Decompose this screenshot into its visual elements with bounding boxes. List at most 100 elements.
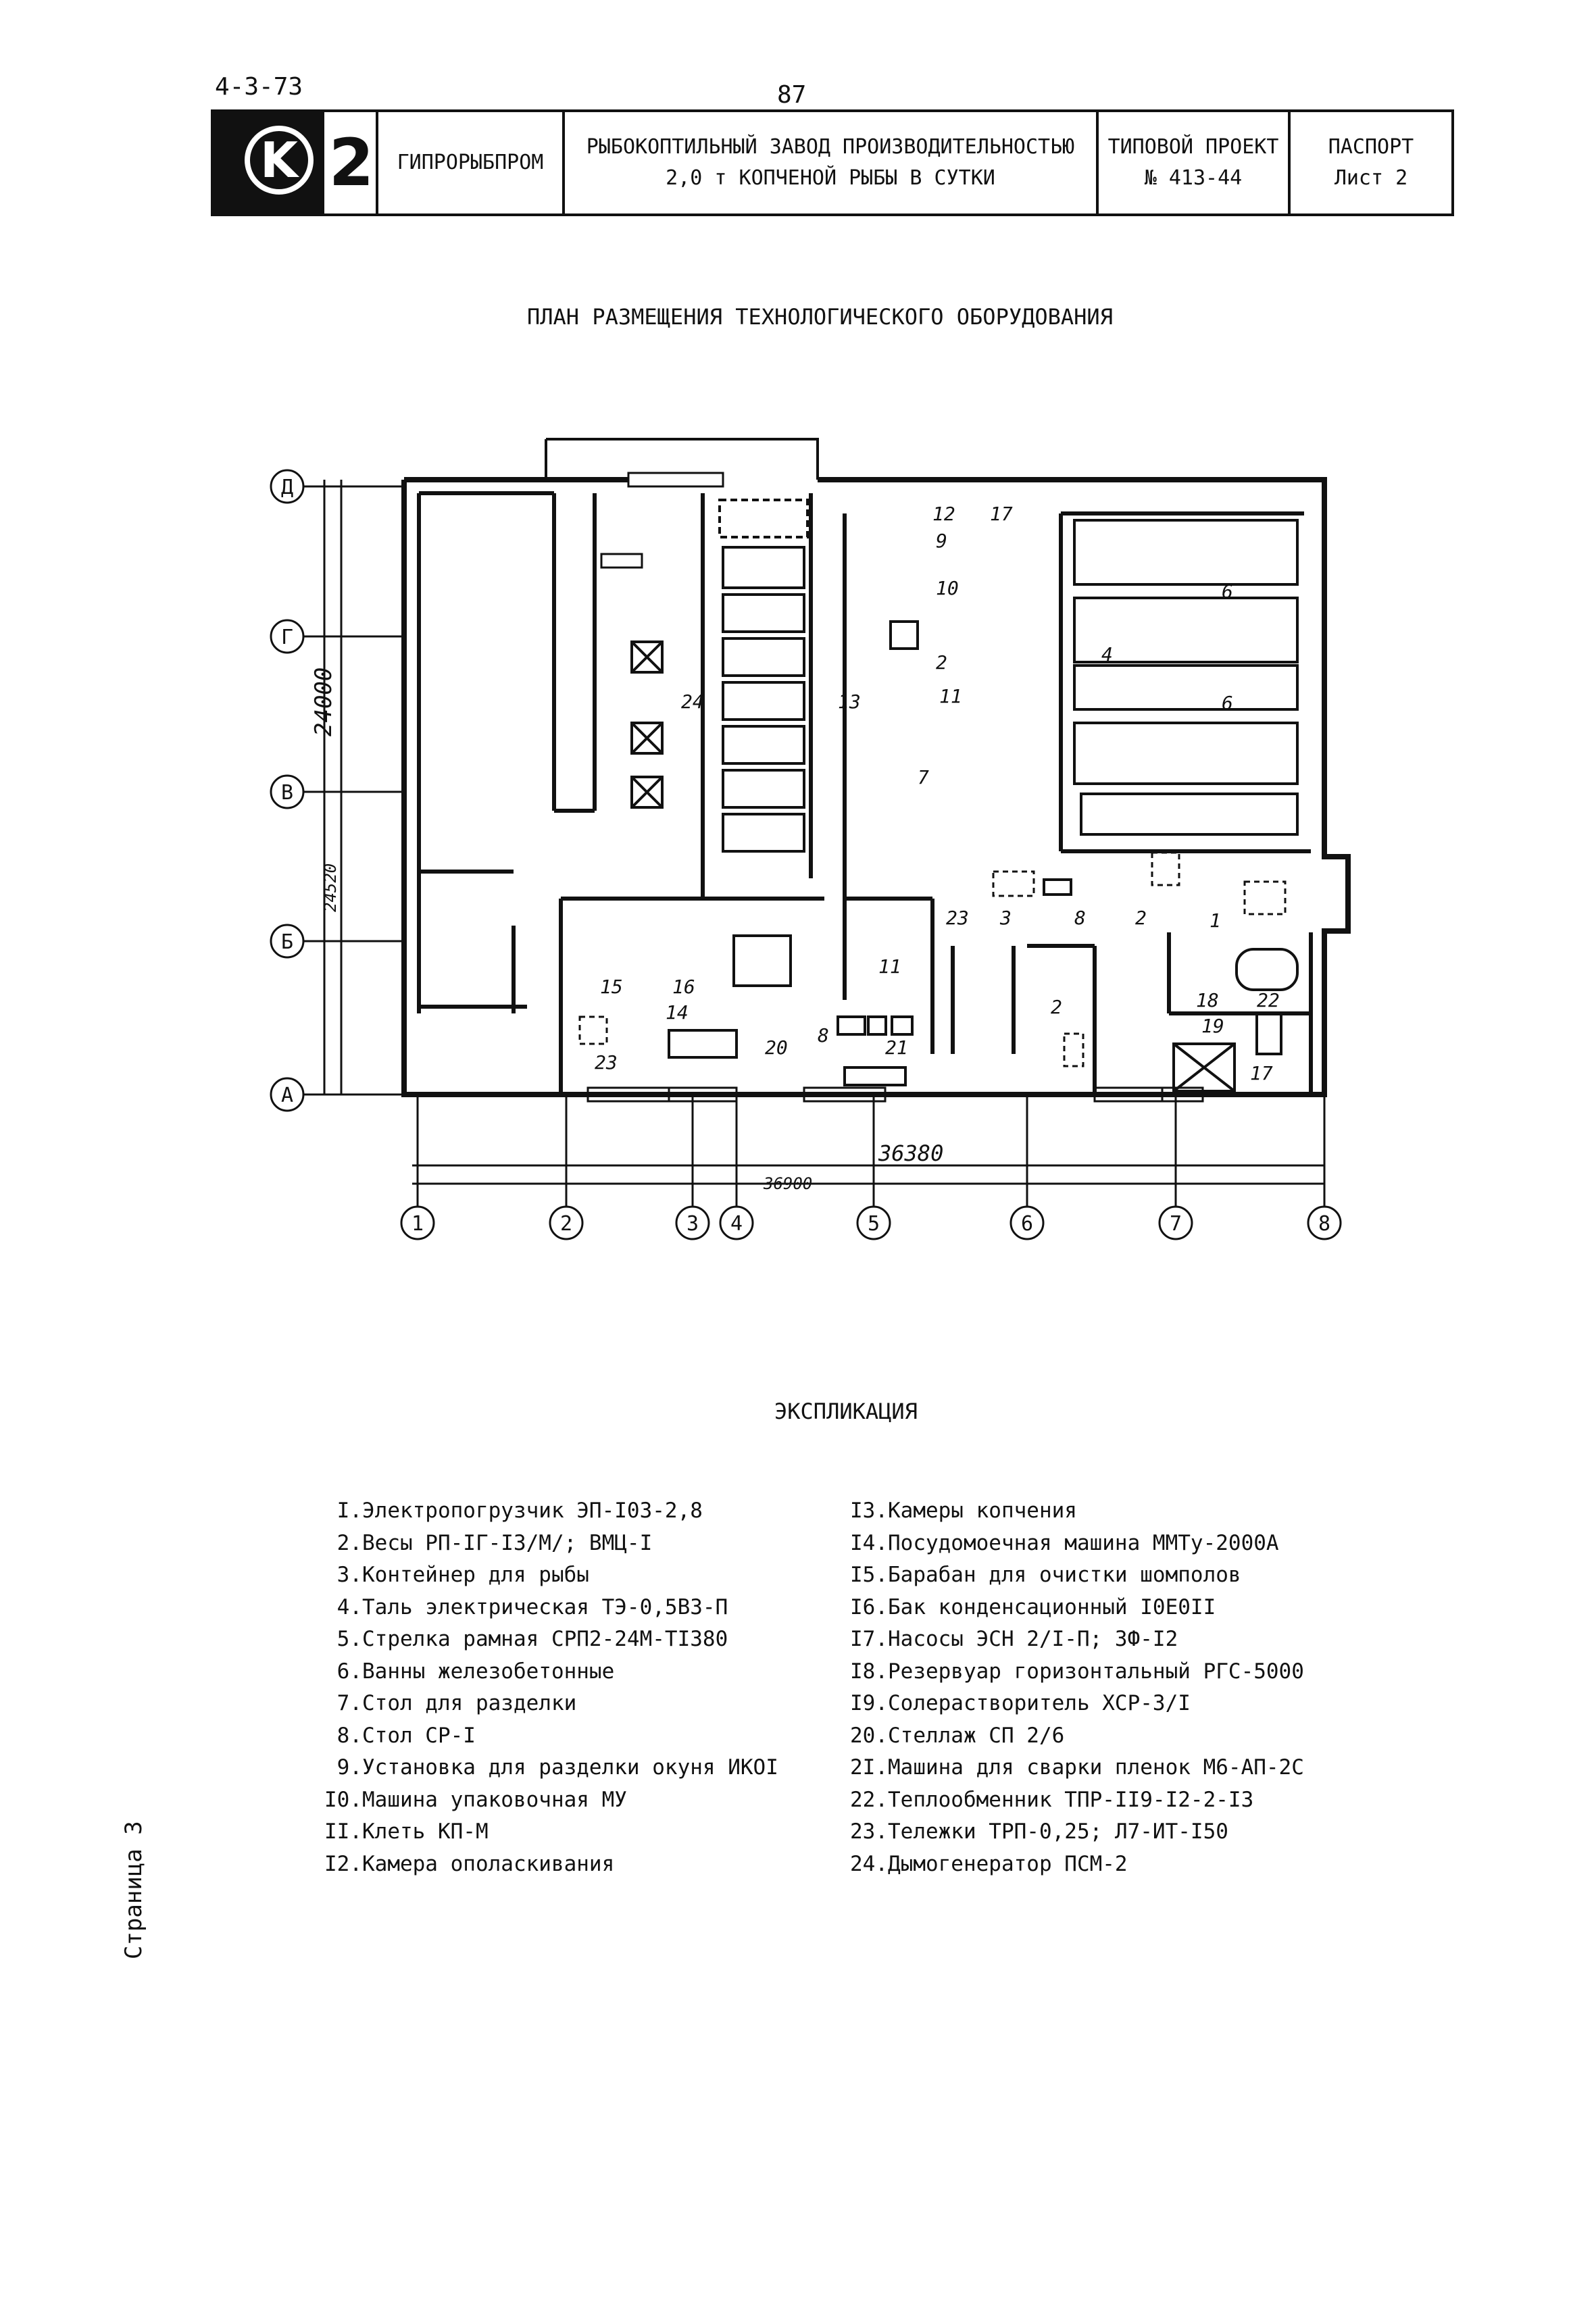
organization-cell: ГИПРОРЫБПРОМ — [376, 112, 562, 213]
equipment-marker: 8 — [1074, 907, 1086, 929]
sheet-label: Лист 2 — [1334, 166, 1408, 190]
dimension-height-outer: 24520 — [321, 863, 340, 912]
column-axes — [400, 1095, 1342, 1240]
project-number: № 413-44 — [1144, 166, 1243, 190]
equipment-marker: 23 — [946, 907, 969, 929]
passport-label: ПАСПОРТ — [1328, 135, 1414, 159]
equipment-marker: 6 — [1222, 580, 1233, 603]
document-code: 4-3-73 — [215, 73, 303, 101]
dimension-width-outer: 36900 — [763, 1174, 812, 1193]
project-number-cell: ТИПОВОЙ ПРОЕКТ № 413-44 — [1096, 112, 1288, 213]
equipment-marker: 15 — [600, 976, 623, 998]
row-axes — [270, 469, 404, 1112]
equipment-marker: 1 — [1210, 909, 1221, 932]
axis-label: 6 — [1021, 1212, 1033, 1236]
equipment-marker: 16 — [672, 976, 695, 998]
dimension-width: 36380 — [878, 1140, 943, 1166]
dimension-labels: 24000 24520 36380 36900 — [310, 668, 943, 1193]
brine-tanks — [1073, 519, 1299, 836]
equipment-markers: 1 2 2 2 3 4 6 6 7 8 8 9 10 11 11 12 13 1… — [595, 503, 1280, 1084]
equipment-marker: 13 — [838, 690, 861, 713]
floor-plan: Д Г В Б А 1 2 3 4 5 6 7 8 24000 24520 36… — [270, 438, 1351, 1240]
explication-item: I4.Посудомоечная машина ММТу-2000А — [850, 1530, 1279, 1555]
interior-walls — [417, 491, 1313, 1095]
axis-label: Б — [281, 930, 293, 954]
project-type-label: ТИПОВОЙ ПРОЕКТ — [1107, 135, 1279, 159]
explication-item: 24.Дымогенератор ПСМ-2 — [850, 1851, 1128, 1876]
smoking-chambers — [718, 499, 809, 853]
axis-label: 5 — [868, 1212, 880, 1236]
explication-item: 2I.Машина для сварки пленок М6-АП-2С — [850, 1755, 1304, 1780]
axis-label: 7 — [1170, 1212, 1182, 1236]
axis-label: 4 — [730, 1212, 743, 1236]
explication-item: 3.Контейнер для рыбы — [324, 1563, 589, 1587]
explication-item: 23.Тележки ТРП-0,25; Л7-ИТ-I50 — [850, 1819, 1228, 1844]
axis-label: В — [281, 781, 293, 805]
explication-left-column: I.Электропогрузчик ЭП-I03-2,8 2.Весы РП-… — [324, 1495, 778, 1880]
equipment-marker: 24 — [681, 690, 704, 713]
title-block: K 2 ГИПРОРЫБПРОМ РЫБОКОПТИЛЬНЫЙ ЗАВОД ПР… — [211, 109, 1454, 216]
equipment-marker: 2 — [1135, 907, 1147, 929]
equipment-marker: 2 — [936, 651, 947, 674]
equipment-marker: 22 — [1257, 989, 1280, 1011]
equipment-marker: 11 — [878, 955, 901, 978]
organization-name: ГИПРОРЫБПРОМ — [397, 151, 544, 174]
equipment-marker: 8 — [818, 1024, 829, 1047]
axis-label: А — [281, 1084, 293, 1107]
row-axis-labels: Д Г В Б А — [281, 476, 293, 1107]
equipment-marker: 20 — [765, 1036, 788, 1059]
equipment-marker: 12 — [932, 503, 955, 525]
equipment — [668, 620, 1299, 1092]
explication-item: I0.Машина упаковочная МУ — [324, 1787, 627, 1812]
equipment-marker: 19 — [1201, 1015, 1224, 1037]
dashed-equipment — [578, 851, 1287, 1067]
logo: K 2 — [214, 112, 378, 213]
explication-item: 4.Таль электрическая ТЭ-0,5ВЗ-П — [324, 1594, 728, 1619]
explication-item: 7.Стол для разделки — [324, 1691, 577, 1715]
axis-label: Г — [281, 626, 293, 649]
page-side-label: Страница 3 — [120, 1821, 147, 1959]
project-title-line1: РЫБОКОПТИЛЬНЫЙ ЗАВОД ПРОИЗВОДИТЕЛЬНОСТЬЮ — [586, 135, 1075, 159]
axis-label: Д — [281, 476, 293, 499]
dimension-height: 24000 — [310, 668, 337, 736]
equipment-marker: 4 — [1101, 643, 1113, 665]
axis-label: 8 — [1318, 1212, 1330, 1236]
axis-label: 3 — [687, 1212, 699, 1236]
explication-item: 5.Стрелка рамная СРП2-24М-ТI380 — [324, 1627, 728, 1651]
smoke-generators — [630, 640, 664, 809]
explication-item: I.Электропогрузчик ЭП-I03-2,8 — [324, 1499, 703, 1523]
equipment-marker: 17 — [1250, 1062, 1273, 1084]
project-title-cell: РЫБОКОПТИЛЬНЫЙ ЗАВОД ПРОИЗВОДИТЕЛЬНОСТЬЮ… — [562, 112, 1096, 213]
equipment-marker: 6 — [1222, 692, 1233, 714]
equipment-marker: 2 — [1051, 996, 1062, 1018]
sk-logo-icon: K — [245, 126, 314, 195]
column-axis-labels: 1 2 3 4 5 6 7 8 — [412, 1212, 1330, 1236]
explication-item: 6.Ванны железобетонные — [324, 1659, 615, 1684]
explication-title: ЭКСПЛИКАЦИЯ — [774, 1399, 918, 1424]
equipment-marker: 23 — [595, 1051, 618, 1074]
equipment-marker: 11 — [939, 685, 962, 707]
explication-item: 22.Теплообменник ТПР-II9-I2-2-I3 — [850, 1787, 1254, 1812]
plan-title: ПЛАН РАЗМЕЩЕНИЯ ТЕХНОЛОГИЧЕСКОГО ОБОРУДО… — [527, 304, 1113, 330]
axis-label: 2 — [560, 1212, 572, 1236]
equipment-marker: 9 — [936, 530, 947, 552]
explication-item: 20.Стеллаж СП 2/6 — [850, 1723, 1065, 1748]
equipment-marker: 10 — [936, 577, 959, 599]
page-number: 87 — [777, 81, 807, 109]
outer-walls — [401, 438, 1351, 1097]
equipment-marker: 17 — [990, 503, 1013, 525]
axis-label: 1 — [412, 1212, 424, 1236]
equipment-marker: 21 — [885, 1036, 908, 1059]
explication-item: II.Клеть КП-М — [324, 1819, 489, 1844]
explication-item: I6.Бак конденсационный I0Е0II — [850, 1594, 1216, 1619]
explication-item: I3.Камеры копчения — [850, 1499, 1077, 1523]
explication-item: I2.Камера ополаскивания — [324, 1851, 615, 1876]
dimension-lines — [323, 480, 1324, 1185]
explication-item: 2.Весы РП-IГ-I3/М/; ВМЦ-I — [324, 1530, 653, 1555]
series-number: 2 — [322, 112, 378, 213]
explication-item: 8.Стол СР-I — [324, 1723, 476, 1748]
explication-item: I9.Солерастворитель ХСР-З/I — [850, 1691, 1191, 1715]
equipment-marker: 18 — [1196, 989, 1219, 1011]
project-title-line2: 2,0 т КОПЧЕНОЙ РЫБЫ В СУТКИ — [666, 166, 995, 190]
explication-item: I7.Насосы ЭСН 2/I-П; ЗФ-I2 — [850, 1627, 1178, 1651]
